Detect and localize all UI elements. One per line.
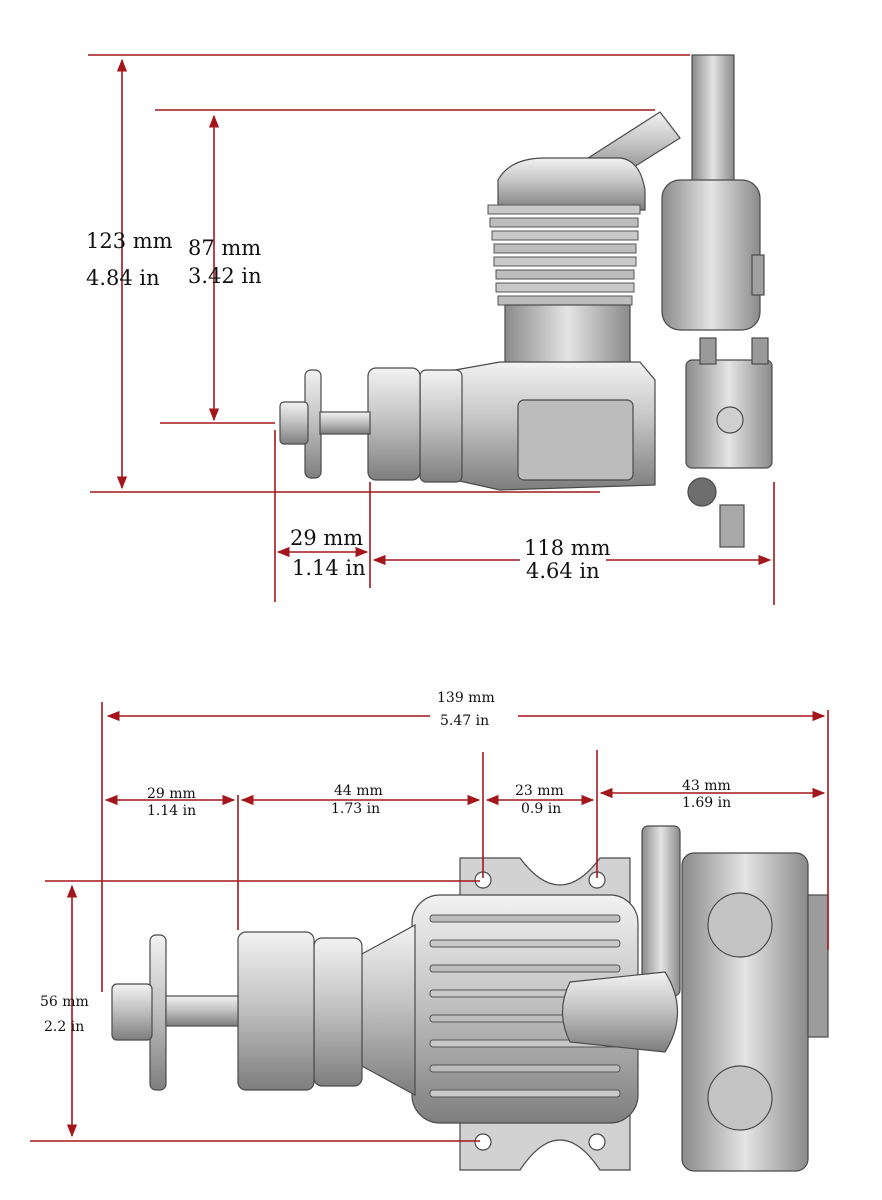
overall-height-in: 4.84 in <box>86 266 160 290</box>
crankcase-neck <box>359 923 416 1097</box>
overall-length-in: 5.47 in <box>440 713 489 729</box>
front-to-mount-mm: 44 mm <box>334 783 383 799</box>
overall-height-mm: 123 mm <box>86 229 173 253</box>
side-view-dimensions: 123 mm 4.84 in 87 mm 3.42 in 29 mm 1.14 … <box>86 54 775 605</box>
top-view-engine <box>111 825 829 1172</box>
prop-shaft-top <box>165 995 239 1027</box>
mount-spacing-in: 0.9 in <box>521 801 561 817</box>
front-housing <box>419 369 463 483</box>
shaft-height-mm: 87 mm <box>188 236 261 260</box>
mount-spacing-mm: 23 mm <box>515 783 564 799</box>
drive-washer <box>367 367 421 481</box>
mount-to-rear-in: 1.69 in <box>682 795 731 811</box>
body-length-mm: 118 mm <box>524 536 611 560</box>
body-length-in: 4.64 in <box>526 559 600 583</box>
drive-washer-top <box>237 931 315 1091</box>
prop-nut-top <box>111 983 153 1041</box>
front-to-mount-in: 1.73 in <box>331 801 380 817</box>
mount-width-in: 2.2 in <box>44 1019 84 1035</box>
top-prop-offset-mm: 29 mm <box>147 786 196 802</box>
front-housing-top <box>313 937 363 1087</box>
side-prop-offset-in: 1.14 in <box>292 556 366 580</box>
top-prop-offset-in: 1.14 in <box>147 803 196 819</box>
cylinder-fins <box>487 204 641 306</box>
shaft-height-in: 3.42 in <box>188 264 262 288</box>
exhaust-pipe <box>691 54 735 196</box>
side-prop-offset-mm: 29 mm <box>290 526 363 550</box>
prop-shaft <box>319 411 371 435</box>
intake-tube <box>641 825 681 997</box>
cylinder-head <box>497 157 646 211</box>
mount-hole <box>588 1133 606 1151</box>
mount-width-mm: 56 mm <box>40 994 89 1010</box>
muffler <box>661 179 761 331</box>
mount-to-rear-mm: 43 mm <box>682 778 731 794</box>
carburetor-top <box>561 971 679 1053</box>
top-view-dimensions: 139 mm 5.47 in 29 mm 1.14 in 44 mm 1.73 … <box>30 690 829 1142</box>
overall-length-mm: 139 mm <box>437 690 495 706</box>
prop-nut <box>279 401 309 445</box>
side-view-engine <box>279 54 773 548</box>
mount-hole <box>474 1133 492 1151</box>
